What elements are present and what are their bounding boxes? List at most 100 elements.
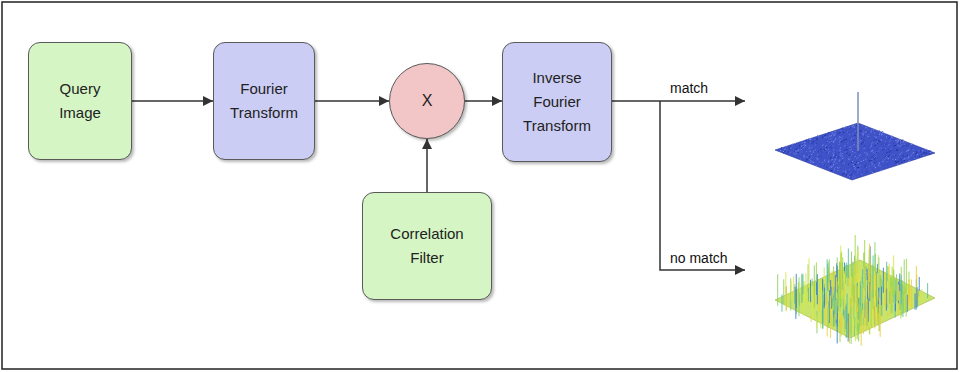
noise-stroke: [857, 323, 858, 332]
noise-stroke: [852, 164, 853, 166]
noise-stroke: [783, 151, 784, 152]
noise-stroke: [885, 141, 886, 142]
noise-stroke: [842, 290, 843, 314]
noise-stroke: [861, 138, 862, 139]
noise-stroke: [871, 157, 872, 159]
noise-stroke: [871, 291, 872, 327]
noise-stroke: [833, 161, 834, 162]
noise-stroke: [849, 169, 850, 170]
noise-stroke: [830, 157, 831, 158]
noise-stroke: [809, 139, 810, 140]
noise-stroke: [812, 161, 813, 163]
match-peak: [857, 92, 859, 151]
noise-stroke: [860, 130, 861, 132]
noise-stroke: [821, 159, 822, 160]
noise-stroke: [837, 170, 838, 171]
noise-stroke: [895, 159, 896, 160]
noise-stroke: [843, 132, 844, 133]
noise-stroke: [896, 139, 897, 141]
noise-stroke: [881, 143, 882, 145]
noise-stroke: [848, 249, 849, 279]
noise-stroke: [900, 312, 901, 319]
noise-stroke: [801, 151, 802, 152]
noise-stroke: [817, 154, 818, 155]
noise-stroke: [902, 139, 903, 140]
noise-stroke: [861, 174, 862, 175]
node-label: X: [422, 88, 433, 114]
noise-stroke: [851, 252, 852, 278]
noise-stroke: [804, 142, 805, 143]
noise-stroke: [856, 131, 857, 133]
noise-stroke: [922, 289, 923, 301]
noise-stroke: [878, 150, 879, 151]
noise-stroke: [852, 133, 853, 134]
noise-stroke: [867, 155, 868, 156]
noise-stroke: [800, 149, 801, 150]
noise-stroke: [839, 169, 840, 171]
noise-stroke: [788, 151, 789, 153]
noise-stroke: [863, 140, 864, 141]
noise-stroke: [885, 141, 886, 143]
noise-stroke: [901, 151, 902, 153]
noise-stroke: [900, 140, 901, 141]
noise-stroke: [900, 140, 901, 141]
noise-stroke: [815, 149, 816, 151]
noise-stroke: [901, 275, 902, 303]
noise-stroke: [840, 314, 841, 330]
noise-stroke: [872, 142, 873, 143]
noise-stroke: [822, 162, 823, 163]
noise-stroke: [813, 151, 814, 153]
noise-stroke: [844, 127, 845, 128]
noise-stroke: [891, 136, 892, 137]
noise-stroke: [816, 316, 817, 328]
noise-stroke: [926, 153, 927, 154]
noise-stroke: [839, 148, 840, 149]
noise-stroke: [807, 159, 808, 160]
noise-stroke: [846, 311, 847, 338]
noise-stroke: [899, 142, 900, 144]
noise-stroke: [832, 159, 833, 160]
noise-stroke: [887, 156, 888, 157]
noise-stroke: [826, 167, 827, 168]
noise-stroke: [885, 156, 886, 158]
noise-stroke: [812, 302, 813, 320]
noise-stroke: [875, 139, 876, 140]
noise-stroke: [895, 279, 896, 317]
noise-stroke: [781, 294, 782, 311]
noise-stroke: [855, 164, 856, 165]
noise-stroke: [853, 144, 854, 145]
noise-stroke: [877, 143, 878, 144]
noise-stroke: [857, 170, 858, 171]
noise-stroke: [806, 158, 807, 160]
noise-stroke: [913, 149, 914, 150]
noise-stroke: [856, 145, 857, 146]
noise-stroke: [809, 299, 810, 303]
noise-stroke: [877, 141, 878, 142]
noise-stroke: [858, 162, 859, 163]
noise-stroke: [833, 164, 834, 165]
noise-stroke: [813, 141, 814, 143]
noise-stroke: [860, 134, 861, 135]
noise-stroke: [883, 268, 884, 293]
noise-stroke: [837, 167, 838, 169]
input-box: Query Image: [28, 42, 132, 160]
noise-stroke: [795, 144, 796, 145]
noise-stroke: [884, 159, 885, 160]
noise-stroke: [818, 298, 819, 313]
noise-stroke: [855, 131, 856, 133]
noise-stroke: [828, 132, 829, 133]
noise-stroke: [879, 133, 880, 135]
noise-stroke: [842, 161, 843, 162]
noise-stroke: [901, 162, 902, 163]
noise-stroke: [841, 298, 842, 305]
noise-stroke: [865, 166, 866, 167]
noise-stroke: [866, 152, 867, 154]
noise-stroke: [790, 278, 791, 310]
noise-stroke: [873, 139, 874, 140]
noise-stroke: [863, 132, 864, 133]
noise-stroke: [832, 132, 833, 133]
process-box: Inverse Fourier Transform: [502, 42, 612, 162]
noise-stroke: [810, 161, 811, 163]
noise-stroke: [853, 164, 854, 165]
noise-stroke: [859, 147, 860, 148]
